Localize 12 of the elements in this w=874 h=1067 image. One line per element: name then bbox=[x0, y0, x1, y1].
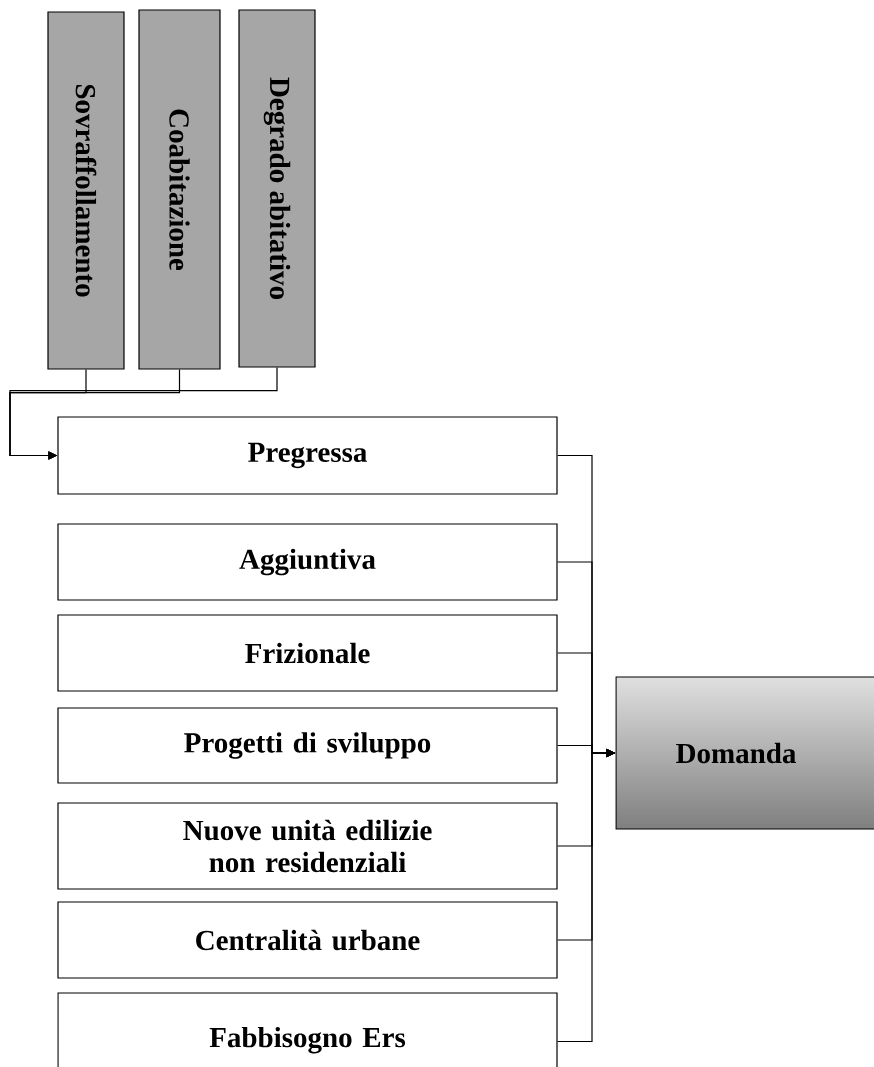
component-box: Aggiuntiva bbox=[57, 523, 558, 601]
component-box: Progetti di sviluppo bbox=[57, 707, 558, 784]
result-box: Domanda bbox=[615, 676, 874, 830]
category-box: Coabitazione bbox=[138, 9, 221, 370]
component-box: Frizionale bbox=[57, 614, 558, 692]
category-box: Degrado abitativo bbox=[238, 9, 316, 368]
component-box: Centralità urbane bbox=[57, 901, 558, 979]
component-box: Nuove unità edilizie non residenziali bbox=[57, 802, 558, 890]
component-box: Pregressa bbox=[57, 416, 558, 495]
component-box: Fabbisogno Ers bbox=[57, 992, 558, 1067]
connector-arrow bbox=[9, 367, 278, 460]
category-box: Sovraffollamento bbox=[47, 11, 125, 370]
